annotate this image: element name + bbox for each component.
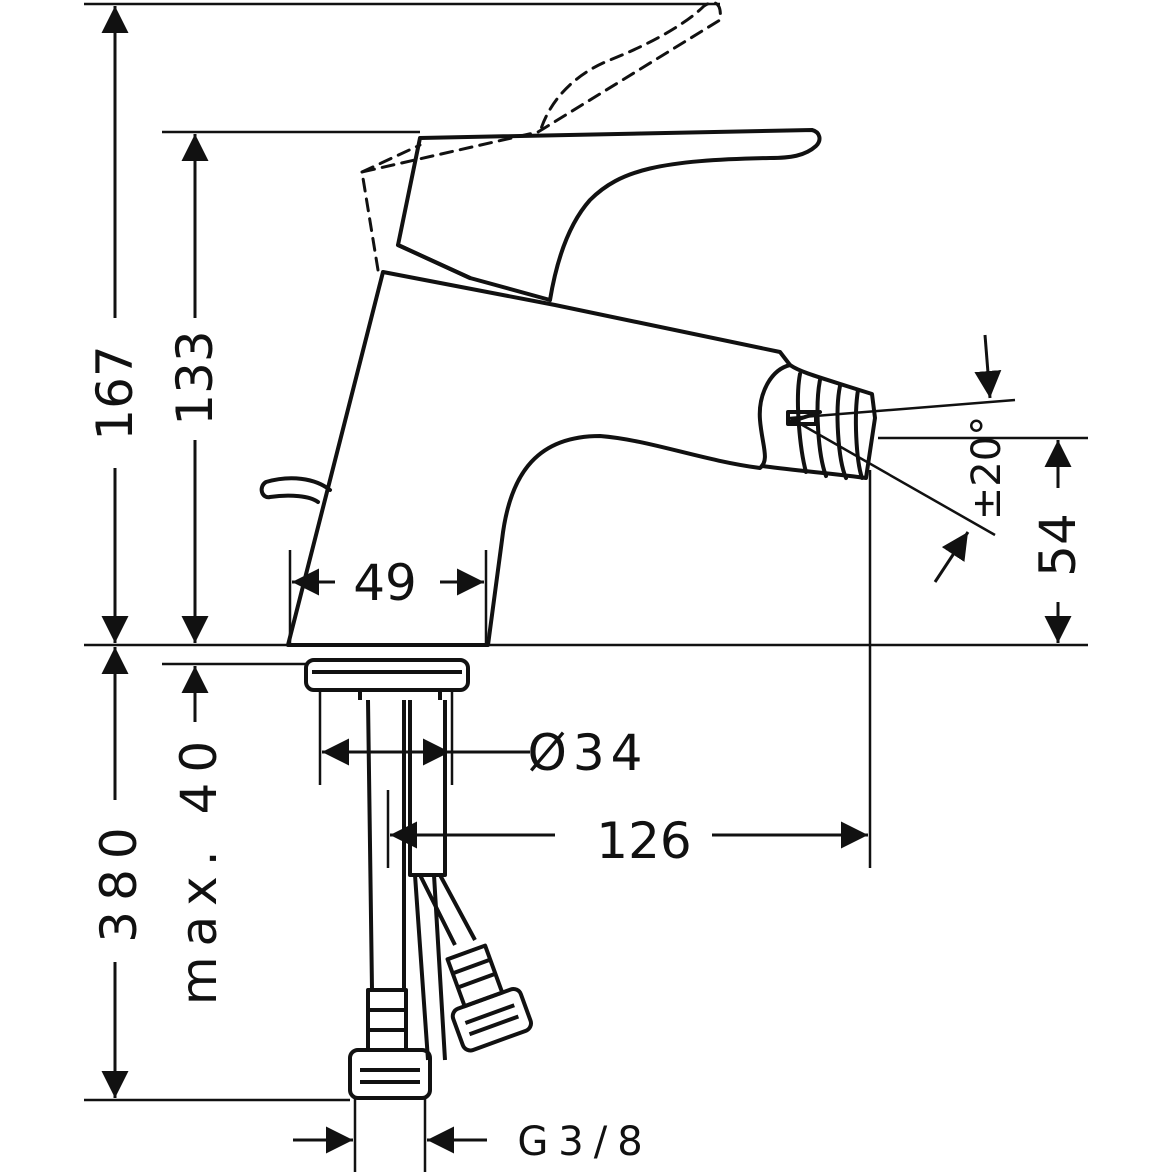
body-outline: [286, 270, 792, 647]
label-angle: ±20°: [964, 416, 1010, 520]
handle-joint: [396, 243, 472, 280]
handle-alt-position: [360, 1, 722, 272]
mounting-stud: [408, 700, 447, 877]
mounting-assembly: [304, 658, 533, 1100]
dimension-lines: [101, 5, 1072, 1154]
dim-arrow-angle-top: [974, 334, 1002, 399]
hose-right: [413, 874, 447, 1061]
hose-fitting-right: [445, 943, 533, 1053]
dim-arrow-angle-bottom: [933, 531, 970, 583]
label-380: 380: [90, 817, 148, 942]
label-54: 54: [1029, 513, 1087, 577]
label-g38: G3/8: [517, 1119, 652, 1165]
hose-nut-left: [348, 1048, 432, 1100]
mounting-washer: [304, 658, 470, 692]
label-max40: max. 40: [170, 731, 228, 1005]
handle-alt-position-2: [360, 143, 422, 174]
label-126: 126: [596, 812, 691, 870]
faucet-body: [259, 1, 877, 647]
hose-left: [366, 699, 406, 991]
label-133: 133: [166, 330, 224, 425]
threaded-stem: [358, 690, 442, 700]
label-49: 49: [353, 554, 417, 612]
label-167: 167: [86, 345, 144, 440]
swivel-nozzle: [760, 363, 877, 480]
hose-right-branch: [418, 874, 477, 946]
extension-lines: [84, 2, 1088, 1172]
popup-rod: [259, 476, 332, 504]
hose-fitting-left: [366, 988, 408, 1052]
dimension-labels: 167 133 380 max. 40 54 ±20° 49 Ø34 126 G…: [86, 330, 1087, 1165]
handle-lever: [396, 128, 822, 302]
label-d34: Ø34: [528, 724, 649, 782]
